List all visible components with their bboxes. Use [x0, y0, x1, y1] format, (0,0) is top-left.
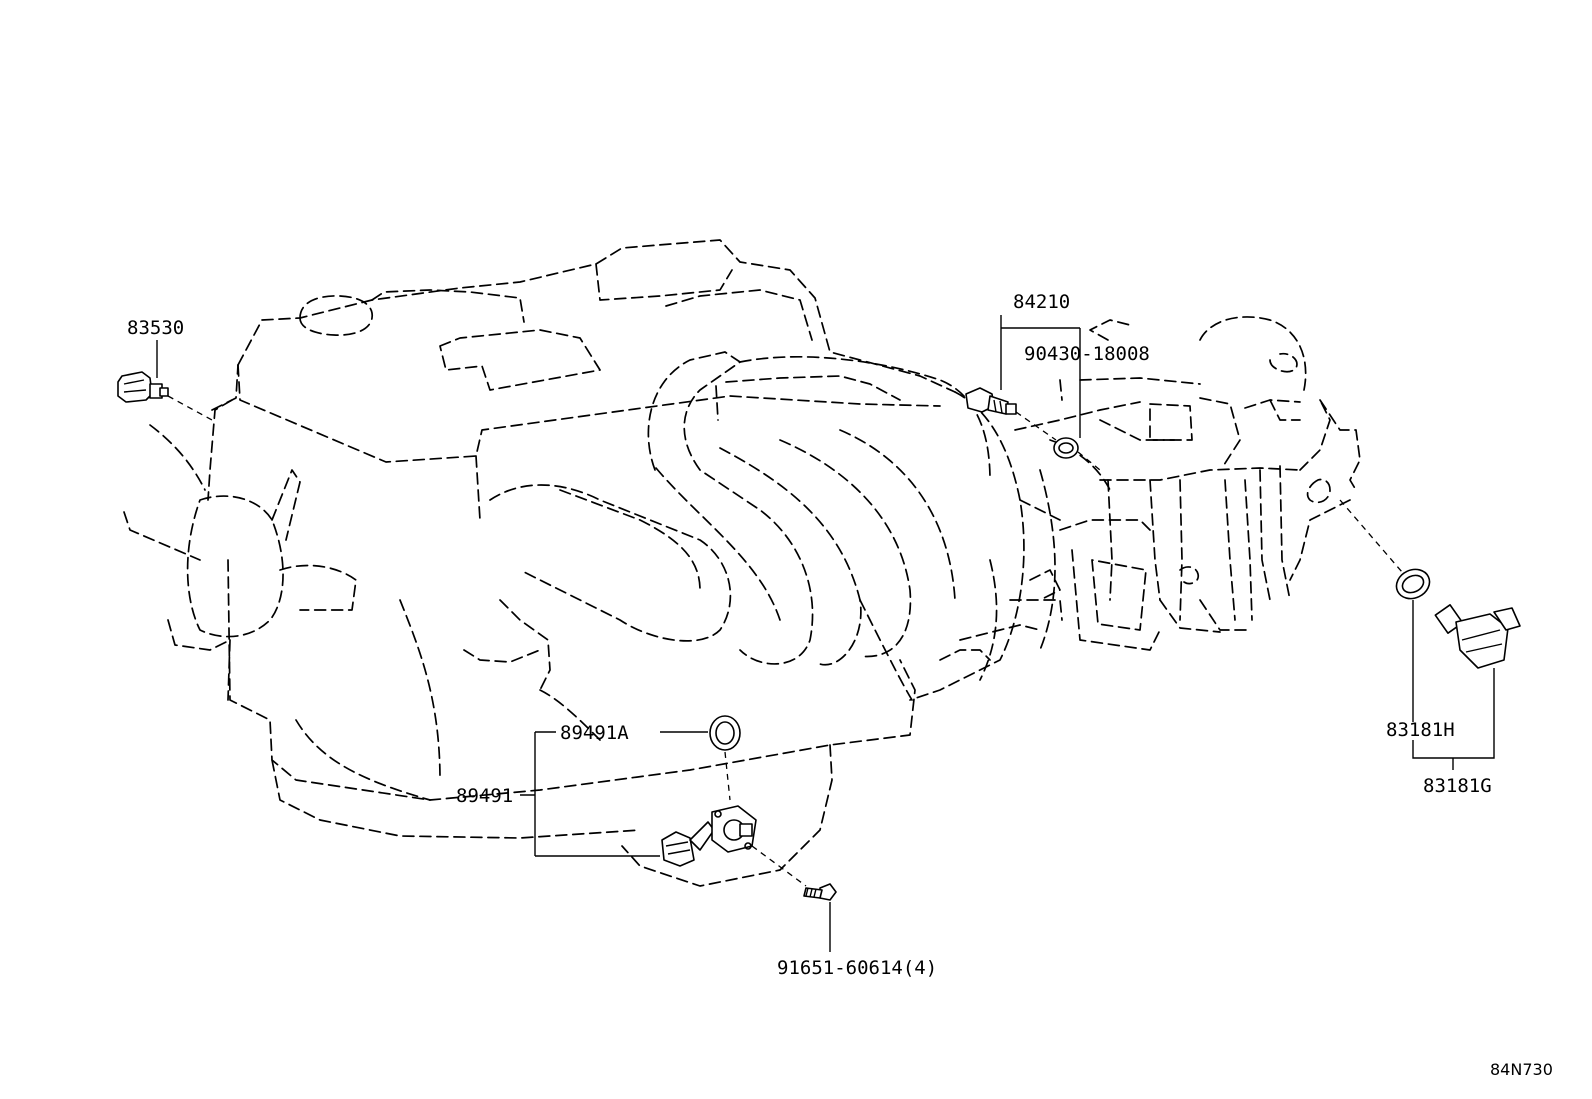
diagram-code: 84N730 — [1490, 1060, 1553, 1079]
label-83530: 83530 — [127, 317, 184, 339]
label-83181h: 83181H — [1386, 719, 1455, 741]
bolt-91651 — [803, 883, 837, 901]
gasket-90430 — [1053, 437, 1079, 459]
label-84210: 84210 — [1013, 291, 1070, 313]
label-90430-18008: 90430-18008 — [1024, 343, 1150, 365]
label-89491a: 89491A — [560, 722, 629, 744]
oil-pressure-switch — [117, 371, 169, 403]
cooling-fan — [123, 364, 357, 701]
label-89491: 89491 — [456, 785, 513, 807]
label-83181g: 83181G — [1423, 775, 1492, 797]
temp-sensor — [965, 387, 1017, 415]
crank-position-sensor — [661, 805, 757, 867]
leader-lines — [156, 315, 1495, 952]
o-ring-89491a — [709, 715, 741, 751]
o-ring-83181h — [1395, 568, 1431, 600]
transmission-outline — [909, 316, 1361, 701]
engine-outline — [123, 239, 991, 887]
label-91651-60614: 91651-60614(4) — [777, 957, 937, 979]
speed-sensor — [1434, 604, 1521, 669]
